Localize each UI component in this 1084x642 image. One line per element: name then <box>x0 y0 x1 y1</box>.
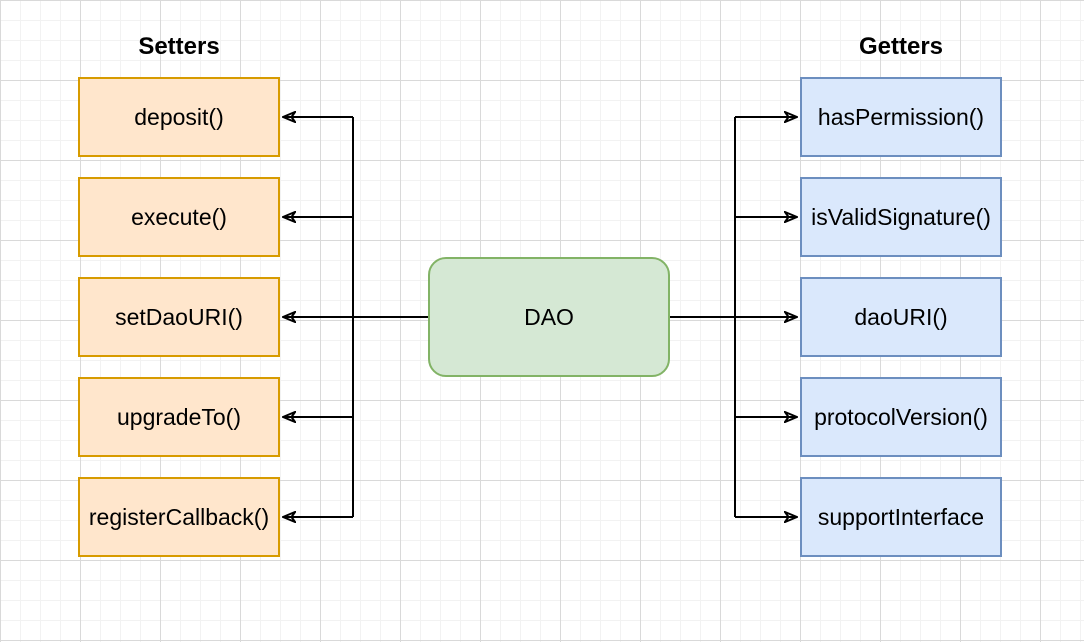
setter-node-deposit[interactable]: deposit() <box>78 77 280 157</box>
setter-node-setdaouri[interactable]: setDaoURI() <box>78 277 280 357</box>
getter-node-haspermission[interactable]: hasPermission() <box>800 77 1002 157</box>
setter-node-upgradeto[interactable]: upgradeTo() <box>78 377 280 457</box>
getter-node-isvalidsignature[interactable]: isValidSignature() <box>800 177 1002 257</box>
setter-node-registercallback[interactable]: registerCallback() <box>78 477 280 557</box>
setters-column-title: Setters <box>138 33 220 60</box>
setter-node-execute[interactable]: execute() <box>78 177 280 257</box>
getter-node-protocolversion[interactable]: protocolVersion() <box>800 377 1002 457</box>
getters-column-title: Getters <box>858 33 944 60</box>
dao-center-node[interactable]: DAO <box>428 257 670 377</box>
getter-node-daouri[interactable]: daoURI() <box>800 277 1002 357</box>
getter-node-supportinterface[interactable]: supportInterface <box>800 477 1002 557</box>
